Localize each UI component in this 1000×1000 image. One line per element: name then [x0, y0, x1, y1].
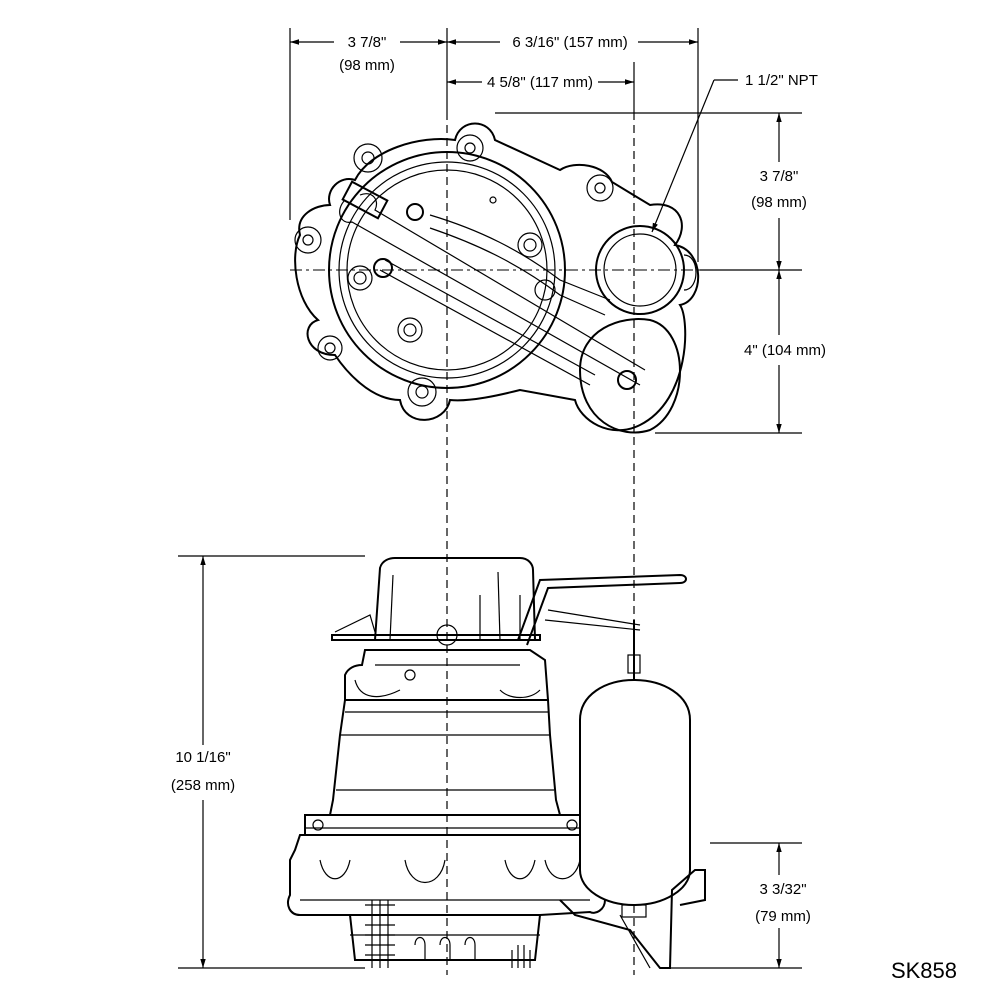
dimension-float-height-metric: (79 mm): [755, 908, 811, 925]
top-view: [289, 28, 802, 975]
dimension-overall-height-imperial: 10 1/16": [175, 749, 230, 766]
dimension-right-upper-imperial: 3 7/8": [760, 168, 799, 185]
dimension-discharge-npt: 1 1/2" NPT: [745, 72, 818, 89]
side-view: [178, 555, 802, 969]
dimension-inner-width: 4 5/8" (117 mm): [487, 74, 593, 91]
dimension-overall-height-metric: (258 mm): [171, 777, 235, 794]
dimension-overall-width: 6 3/16" (157 mm): [512, 34, 627, 51]
dimension-right-upper-metric: (98 mm): [751, 194, 807, 211]
dimension-top-left-metric: (98 mm): [339, 57, 395, 74]
dimension-top-left-imperial: 3 7/8": [348, 34, 387, 51]
dimension-right-lower: 4" (104 mm): [744, 342, 826, 359]
dimension-float-height-imperial: 3 3/32": [759, 881, 806, 898]
model-code: SK858: [891, 958, 957, 983]
